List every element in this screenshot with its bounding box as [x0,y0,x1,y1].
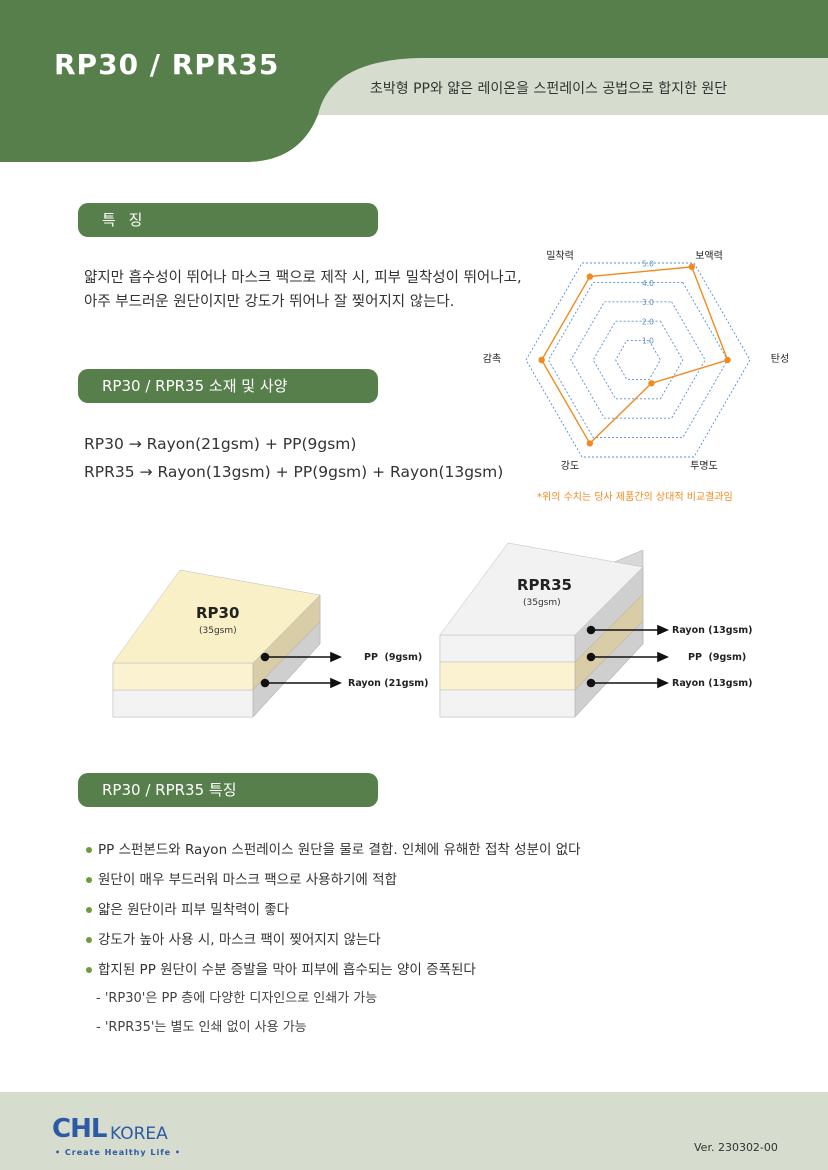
rpr35-weight: (35gsm) [523,598,561,608]
chart-note: *위의 수치는 당사 제품간의 상대적 비교결과임 [537,492,733,503]
radar-axis-label: 강도 [561,460,579,472]
spec-line-rpr35: RPR35 → Rayon(13gsm) + PP(9gsm) + Rayon(… [84,463,504,481]
radar-tick-label: 2.0 [642,317,654,326]
rp30-layer-rayon: Rayon (21gsm) [348,678,429,689]
radar-axis-label: 탄성 [771,353,789,365]
radar-point [586,273,594,280]
radar-series-line [540,266,729,445]
rpr35-layer-rayon-bottom: Rayon (13gsm) [672,678,753,689]
rpr35-layer-rayon-top: Rayon (13gsm) [672,625,753,636]
radar-point [648,380,655,387]
trait-item-1: PP 스펀본드와 Rayon 스펀레이스 원단을 물로 결합. 인체에 유해한 … [86,838,581,858]
radar-grid-ring [615,340,661,380]
radar-axis-label: 밀착력 [546,250,574,262]
rp30-weight: (35gsm) [199,626,237,636]
version-label: Ver. 230302-00 [694,1141,778,1154]
bullet-icon [86,967,92,973]
features-line-2: 아주 부드러운 원단이지만 강도가 뛰어나 잘 찢어지지 않는다. [84,294,455,310]
rp30-label: RP30 [196,604,240,622]
sub-note-1: - 'RP30'은 PP 층에 다양한 디자인으로 인쇄가 가능 [96,991,378,1006]
company-logo: CHL [52,1114,107,1144]
trait-item-2: 원단이 매우 부드러워 마스크 팩으로 사용하기에 적합 [86,868,397,888]
layer-diagrams [112,542,669,718]
radar-grid-ring [547,281,729,439]
rp30-layer-pp: PP (9gsm) [364,652,423,663]
features-line-1: 얇지만 흡수성이 뛰어나 마스크 팩으로 제작 시, 피부 밀착성이 뛰어나고, [84,270,522,286]
traits-heading: RP30 / RPR35 특징 [78,773,378,807]
radar-axis-label: 보액력 [695,250,723,262]
radar-grid-ring [525,262,751,458]
radar-grid-ring [592,320,684,400]
page-title: RP30 / RPR35 [54,48,280,81]
radar-axis-label: 감촉 [483,353,501,365]
radar-tick-label: 3.0 [642,298,654,307]
rpr35-label: RPR35 [517,576,572,594]
radar-point [538,356,545,364]
features-heading: 특 징 [78,203,378,237]
radar-grid-ring [570,301,706,419]
spec-heading: RP30 / RPR35 소재 및 사양 [78,369,378,403]
footer-band [0,1092,828,1170]
bullet-icon [86,877,92,883]
spec-line-rp30: RP30 → Rayon(21gsm) + PP(9gsm) [84,435,357,453]
page-subtitle: 초박형 PP와 얇은 레이온을 스펀레이스 공법으로 합지한 원단 [370,81,728,97]
radar-point [724,356,731,364]
bullet-icon [86,907,92,913]
radar-point [688,263,695,271]
trait-item-4: 강도가 높아 사용 시, 마스크 팩이 찢어지지 않는다 [86,928,381,948]
trait-item-5: 합지된 PP 원단이 수분 증발을 막아 피부에 흡수되는 양이 증폭된다 [86,958,476,978]
rp30-block [112,569,321,718]
bullet-icon [86,847,92,853]
company-tagline: • Create Healthy Life • [55,1148,181,1157]
company-logo-korea: KOREA [110,1124,168,1144]
trait-item-3: 얇은 원단이라 피부 밀착력이 좋다 [86,898,289,918]
bullet-icon [86,937,92,943]
radar-tick-label: 5.0 [642,260,654,269]
radar-tick-label: 1.0 [642,337,654,346]
header-banner [0,0,828,162]
sub-note-2: - 'RPR35'는 별도 인쇄 없이 사용 가능 [96,1020,307,1035]
radar-point [586,440,594,447]
radar-axis-label: 투명도 [690,460,718,472]
radar-tick-label: 4.0 [642,279,654,288]
rpr35-layer-pp: PP (9gsm) [688,652,747,663]
rpr35-block [439,542,644,718]
